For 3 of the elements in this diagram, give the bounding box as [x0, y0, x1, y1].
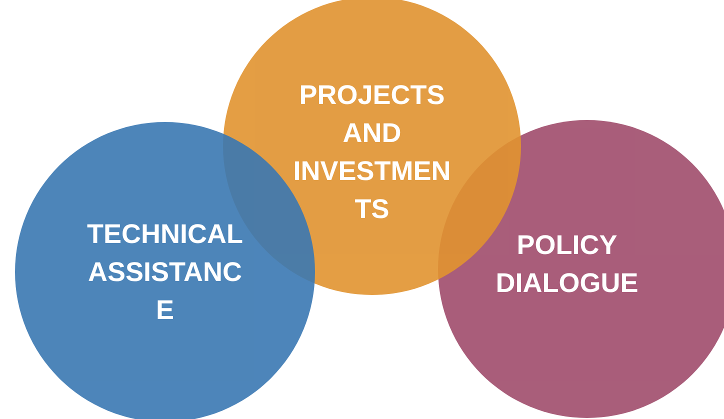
- circle-label: POLICY DIALOGUE: [494, 229, 640, 300]
- circle-label: PROJECTS AND INVESTMENTS: [292, 79, 452, 226]
- circle-label: TECHNICAL ASSISTANCE: [86, 218, 244, 327]
